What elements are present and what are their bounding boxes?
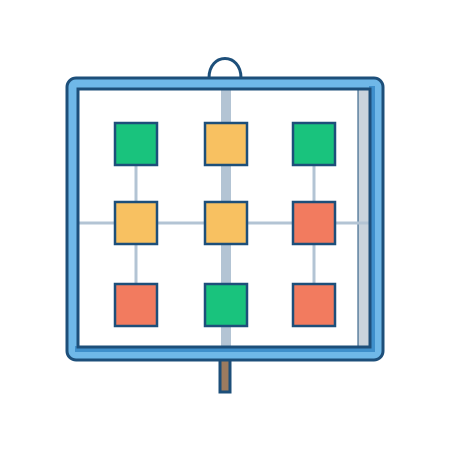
flow-nodes bbox=[113, 121, 337, 328]
flow-node-green bbox=[291, 121, 337, 167]
flow-node-green bbox=[203, 282, 249, 328]
flow-node-green bbox=[113, 121, 159, 167]
flow-node-orange bbox=[203, 121, 249, 167]
flow-node-red bbox=[291, 200, 337, 246]
flow-node-red bbox=[113, 282, 159, 328]
board-shade bbox=[358, 90, 369, 346]
flow-node-orange bbox=[113, 200, 159, 246]
stand-post bbox=[218, 356, 232, 394]
hanger-loop bbox=[207, 57, 243, 79]
flow-node-orange bbox=[203, 200, 249, 246]
flow-node-red bbox=[291, 282, 337, 328]
